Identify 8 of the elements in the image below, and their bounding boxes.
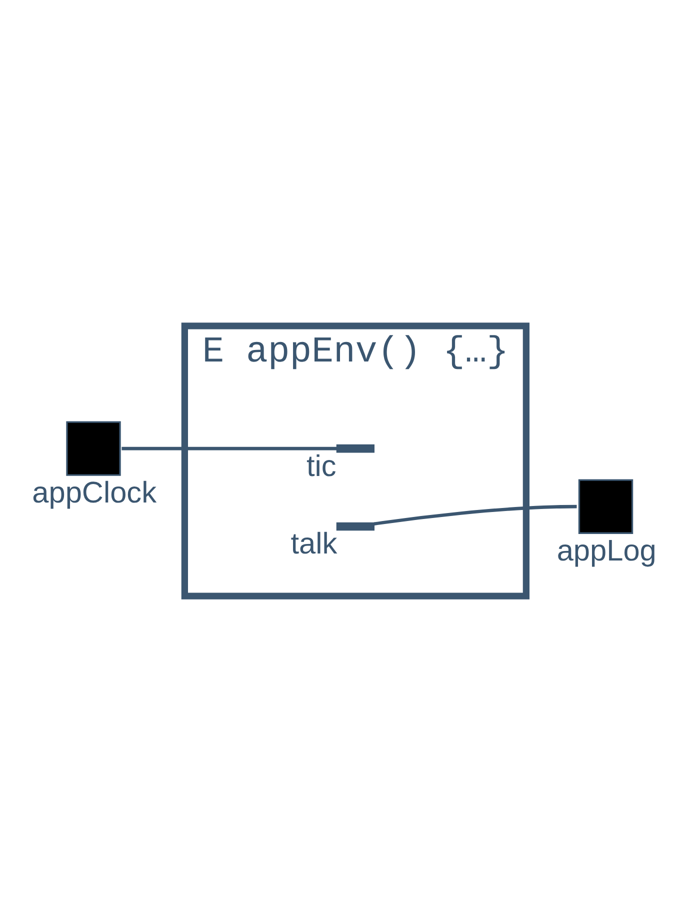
node-label: appClock [32, 476, 157, 509]
connector [374, 504, 577, 526]
connector [122, 446, 337, 450]
node-bar [336, 444, 374, 452]
node-label: talk [290, 527, 338, 560]
node-label: tic [306, 449, 336, 482]
node-label: appLog [556, 534, 656, 567]
node-bar [336, 522, 374, 530]
